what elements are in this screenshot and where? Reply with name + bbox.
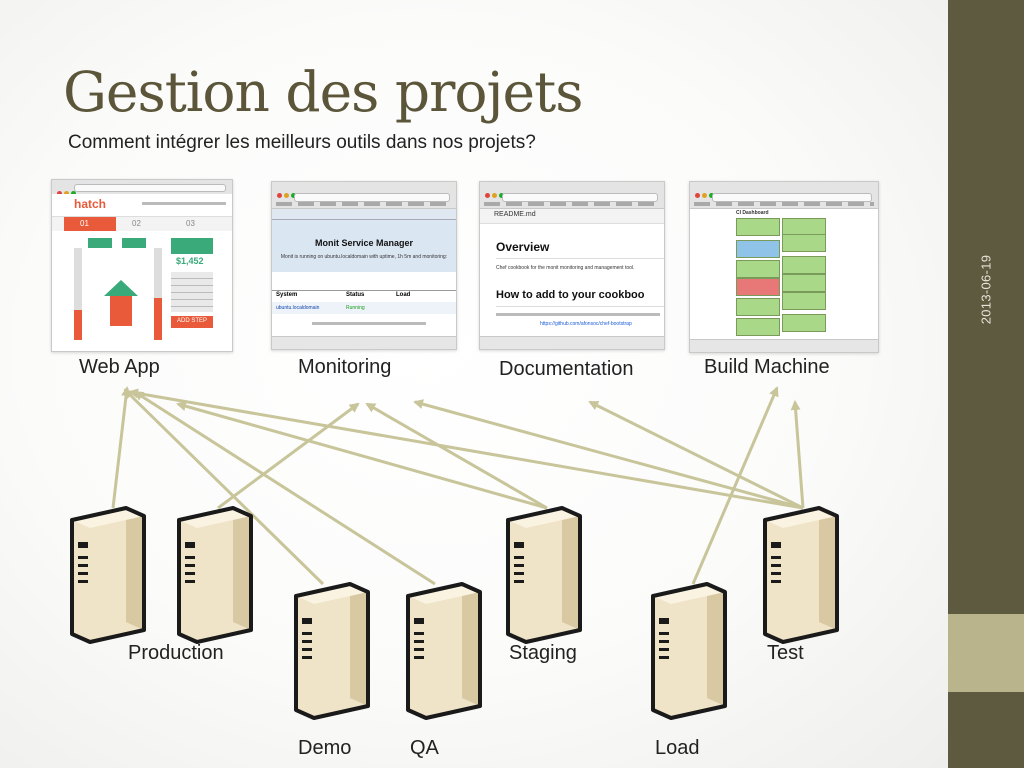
doc-heading-add: How to add to your cookboo — [496, 289, 645, 301]
server-icon-production-2 — [177, 506, 253, 644]
slide-title: Gestion des projets — [63, 60, 583, 124]
server-icon-demo — [294, 582, 370, 720]
server-icon-load — [651, 582, 727, 720]
monit-row-name: ubuntu.localdomain — [276, 305, 320, 311]
sidebar: 2013-06-19 — [948, 0, 1024, 768]
ci-job-tile — [782, 314, 826, 332]
monit-col-system: System — [276, 292, 298, 298]
doc-link: https://github.com/afonsoc/chef-bootstra… — [540, 321, 632, 327]
arrow-test-to-build — [790, 400, 805, 509]
documentation-screenshot: README.md Overview Chef cookbook for the… — [479, 181, 665, 350]
arrow-production-to-monitoring — [217, 402, 360, 510]
arrow-staging-to-monitoring — [365, 402, 548, 510]
webapp-screenshot: hatch 01 02 03 $1,452 ADD STEP — [51, 179, 233, 352]
ci-job-tile — [736, 240, 780, 258]
browser-chrome — [272, 182, 456, 209]
ci-job-tile — [736, 278, 780, 296]
server-icon-staging — [506, 506, 582, 644]
monit-heading: Monit Service Manager — [314, 238, 414, 248]
webapp-price: $1,452 — [176, 256, 204, 266]
monit-status-text: Monit is running on ubuntu.localdomain w… — [280, 254, 448, 260]
sidebar-accent-band — [948, 614, 1024, 692]
caption-documentation: Documentation — [499, 358, 634, 380]
server-icon-test — [763, 506, 839, 644]
monitoring-screenshot: Monit Service Manager Monit is running o… — [271, 181, 457, 350]
ci-dashboard-heading: CI Dashboard — [736, 210, 769, 216]
ci-job-tile — [782, 234, 826, 252]
server-icon-production — [70, 506, 146, 644]
slide-subtitle: Comment intégrer les meilleurs outils da… — [68, 132, 536, 153]
ci-job-tile — [736, 218, 780, 236]
browser-chrome — [690, 182, 878, 209]
ci-job-tile — [782, 256, 826, 274]
ci-job-tile — [782, 292, 826, 310]
ci-job-tile — [736, 318, 780, 336]
server-label-test: Test — [767, 642, 804, 664]
doc-heading-overview: Overview — [496, 240, 550, 254]
caption-monitoring: Monitoring — [298, 356, 392, 378]
arrow-test-to-webapp — [128, 388, 804, 510]
caption-web-app: Web App — [79, 356, 160, 378]
arrow-demo-to-webapp — [123, 388, 325, 586]
ci-job-grid — [736, 218, 828, 342]
ci-job-tile — [782, 274, 826, 292]
monit-col-load: Load — [396, 292, 411, 298]
ci-job-tile — [736, 298, 780, 316]
webapp-step-3: 03 — [186, 219, 195, 228]
arrow-qa-to-webapp — [133, 390, 436, 586]
readme-filename: README.md — [494, 211, 536, 218]
arrow-production-to-webapp — [111, 386, 132, 509]
doc-overview-text: Chef cookbook for the monit monitoring a… — [496, 265, 635, 271]
monit-col-status: Status — [346, 292, 365, 298]
build-machine-screenshot: CI Dashboard — [689, 181, 879, 353]
arrow-load-to-build — [691, 386, 779, 585]
webapp-step-2: 02 — [132, 219, 141, 228]
server-label-production: Production — [128, 642, 224, 664]
arrow-test-to-monitoring — [413, 399, 804, 510]
connection-arrows — [111, 386, 805, 586]
server-label-qa: QA — [410, 737, 439, 759]
arrow-staging-to-webapp — [176, 401, 548, 510]
server-label-demo: Demo — [298, 737, 352, 759]
server-label-load: Load — [655, 737, 700, 759]
webapp-add-step-button: ADD STEP — [177, 318, 208, 324]
caption-build-machine: Build Machine — [704, 356, 830, 378]
monit-row-status: Running — [346, 305, 365, 311]
browser-chrome — [480, 182, 664, 209]
server-icon-qa — [406, 582, 482, 720]
arrow-test-to-documentation — [588, 400, 804, 510]
server-label-staging: Staging — [509, 642, 577, 664]
slide-date: 2013-06-19 — [978, 254, 994, 325]
webapp-step-1: 01 — [80, 219, 89, 228]
hatch-logo: hatch — [74, 197, 107, 211]
ci-job-tile — [736, 260, 780, 278]
